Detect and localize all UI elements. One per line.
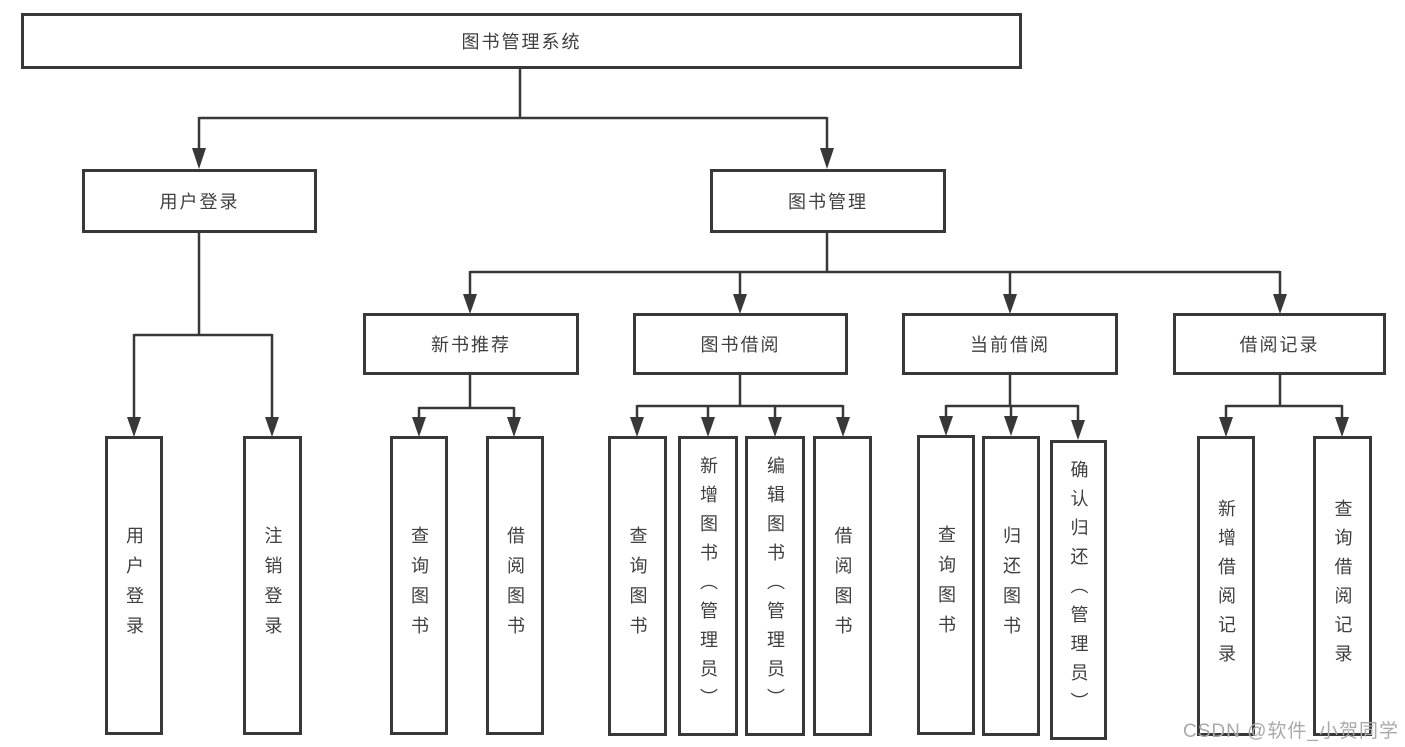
arrowheads bbox=[127, 148, 1349, 440]
arrow-icon bbox=[1003, 294, 1017, 314]
node-label: 查询图书 bbox=[409, 525, 429, 646]
arrow-icon bbox=[939, 416, 953, 436]
node-leaf-add-borrow-record: 新增借阅记录 bbox=[1197, 436, 1255, 736]
node-label: 新增图书（管理员） bbox=[698, 455, 718, 717]
arrow-icon bbox=[733, 294, 747, 314]
node-label: 用户登录 bbox=[124, 525, 144, 646]
node-leaf-borrow-books-2: 借阅图书 bbox=[813, 436, 872, 736]
edge-current-borrowing-branch bbox=[944, 375, 1080, 424]
node-leaf-query-books-2: 查询图书 bbox=[608, 436, 667, 736]
node-label: 用户登录 bbox=[159, 192, 240, 212]
node-label: 图书管理 bbox=[788, 192, 868, 212]
node-label: 图书管理系统 bbox=[461, 32, 582, 52]
node-book-borrowing: 图书借阅 bbox=[633, 313, 848, 375]
arrow-icon bbox=[127, 417, 141, 437]
arrow-icon bbox=[836, 417, 850, 437]
node-label: 借阅图书 bbox=[505, 525, 525, 646]
node-label: 注销登录 bbox=[262, 525, 283, 646]
arrow-icon bbox=[820, 148, 834, 169]
node-label: 新书推荐 bbox=[431, 335, 511, 355]
node-library-management-system: 图书管理系统 bbox=[21, 13, 1022, 69]
node-label: 当前借阅 bbox=[970, 335, 1050, 355]
arrow-icon bbox=[1335, 417, 1349, 437]
node-leaf-query-borrow-record: 查询借阅记录 bbox=[1313, 436, 1372, 736]
edge-book-borrowing-branch bbox=[635, 375, 845, 421]
node-leaf-logout: 注销登录 bbox=[243, 436, 302, 735]
edge-new-book-branch bbox=[417, 375, 516, 421]
node-book-management: 图书管理 bbox=[710, 169, 946, 233]
node-leaf-query-books-3: 查询图书 bbox=[917, 435, 975, 735]
node-user-login: 用户登录 bbox=[82, 169, 317, 233]
node-label: 借阅图书 bbox=[832, 526, 853, 646]
arrow-icon bbox=[768, 417, 782, 437]
node-new-book-recommendation: 新书推荐 bbox=[363, 313, 579, 375]
node-leaf-borrow-books-1: 借阅图书 bbox=[486, 436, 544, 735]
node-leaf-add-book-admin: 新增图书（管理员） bbox=[678, 436, 738, 736]
arrow-icon bbox=[507, 417, 521, 437]
node-leaf-confirm-return-admin: 确认归还（管理员） bbox=[1050, 440, 1107, 740]
arrow-icon bbox=[1004, 416, 1018, 436]
node-leaf-query-books-1: 查询图书 bbox=[390, 436, 448, 735]
edge-borrowing-records-branch bbox=[1224, 375, 1344, 421]
node-label: 归还图书 bbox=[1001, 526, 1021, 646]
arrow-icon bbox=[1071, 420, 1085, 440]
node-leaf-edit-book-admin: 编辑图书（管理员） bbox=[745, 436, 805, 736]
node-label: 查询图书 bbox=[627, 526, 648, 646]
node-leaf-return-books: 归还图书 bbox=[982, 436, 1040, 736]
node-label: 查询借阅记录 bbox=[1332, 499, 1353, 673]
node-label: 图书借阅 bbox=[700, 335, 781, 355]
node-label: 查询图书 bbox=[936, 525, 956, 645]
arrow-icon bbox=[265, 417, 279, 437]
arrow-icon bbox=[630, 417, 644, 437]
edge-user-login-branch bbox=[132, 233, 274, 421]
node-label: 编辑图书（管理员） bbox=[765, 455, 785, 717]
node-label: 借阅记录 bbox=[1239, 335, 1320, 355]
arrow-icon bbox=[463, 294, 477, 314]
node-label: 新增借阅记录 bbox=[1216, 499, 1236, 673]
node-label: 确认归还（管理员） bbox=[1068, 459, 1089, 721]
arrow-icon bbox=[192, 148, 206, 169]
arrow-icon bbox=[1273, 294, 1287, 314]
arrow-icon bbox=[701, 417, 715, 437]
edge-root-stem bbox=[197, 69, 829, 152]
arrow-icon bbox=[412, 417, 426, 437]
edge-book-management-branch bbox=[468, 233, 1282, 298]
arrow-icon bbox=[1219, 417, 1233, 437]
csdn-watermark: CSDN @软件_小贺同学 bbox=[1183, 721, 1399, 742]
node-leaf-user-login: 用户登录 bbox=[105, 436, 163, 735]
node-current-borrowing: 当前借阅 bbox=[902, 313, 1118, 375]
node-borrowing-records: 借阅记录 bbox=[1173, 313, 1386, 375]
